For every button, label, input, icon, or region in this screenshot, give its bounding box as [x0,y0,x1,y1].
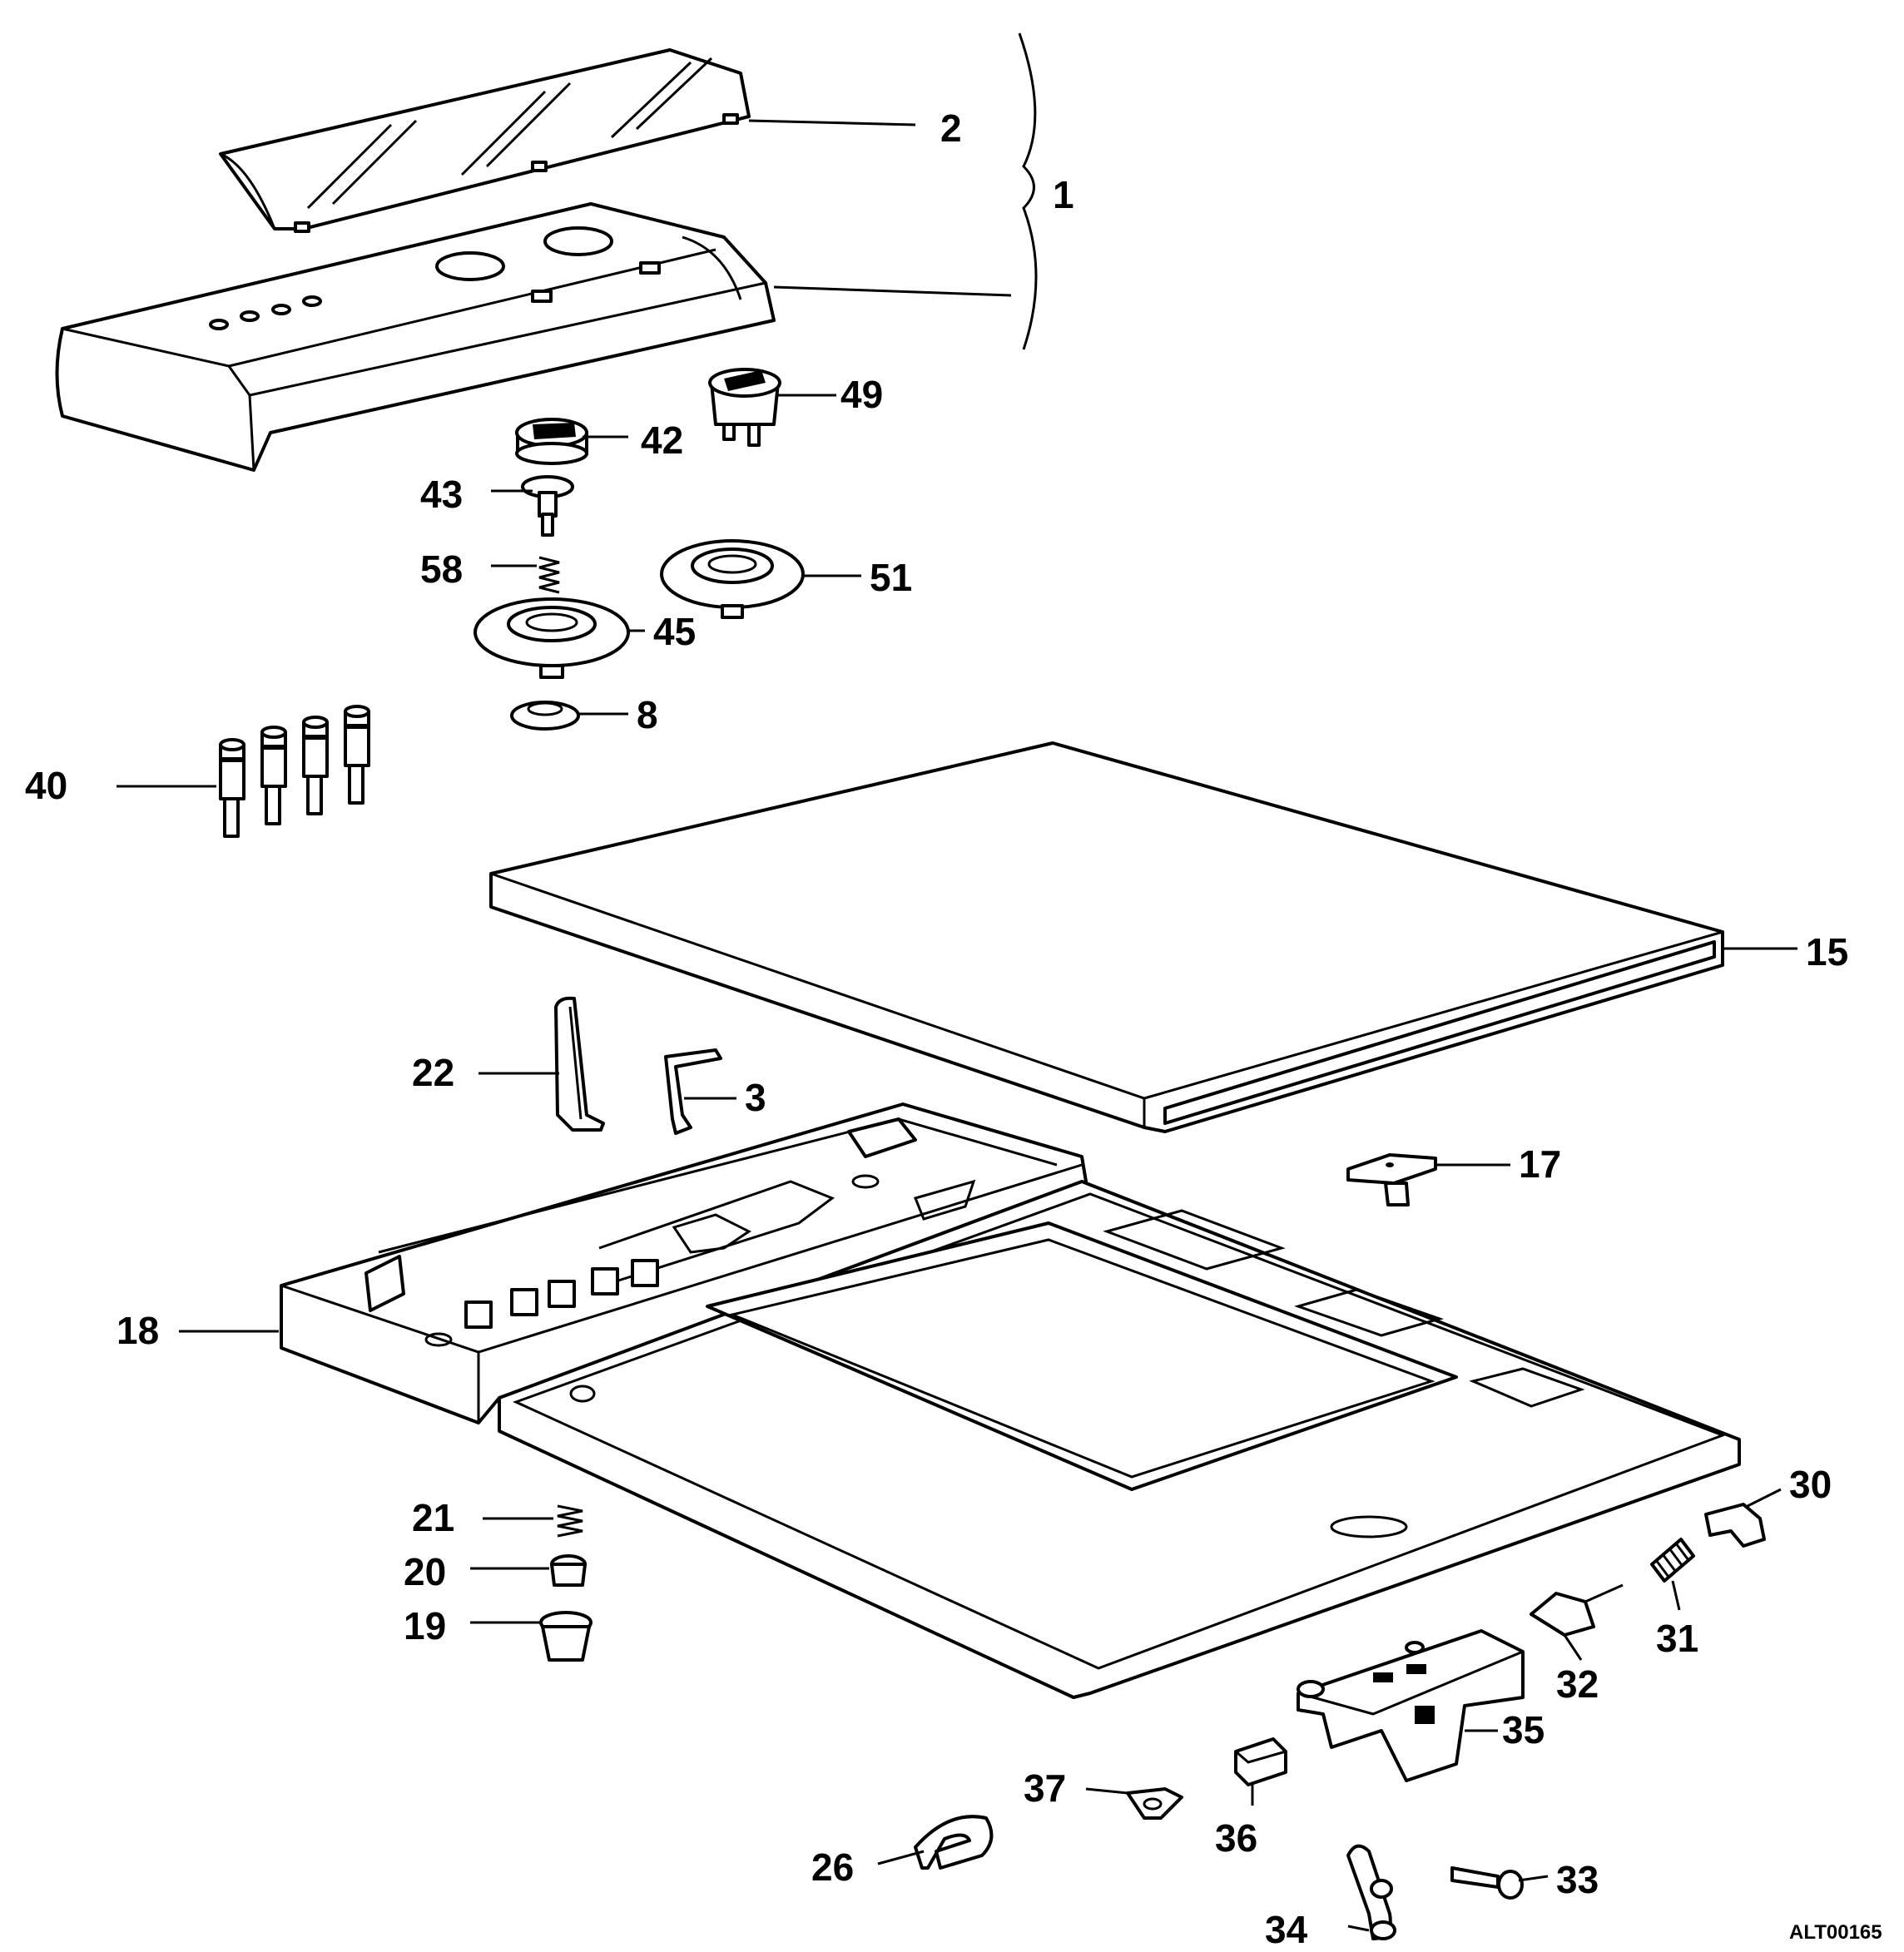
label-19: 19 [404,1604,446,1647]
part-3-bracket [664,1048,722,1135]
part-21-spring [557,1504,583,1538]
label-58: 58 [420,547,463,591]
label-45: 45 [653,610,696,653]
part-8-washer [510,701,580,731]
part-40-push-buttons [219,705,370,838]
leader-lines [117,32,1797,1932]
label-33: 33 [1556,1858,1599,1901]
part-51-ring [660,539,805,619]
label-20: 20 [404,1550,446,1593]
part-19-foot [539,1611,593,1662]
part-30-catch [1704,1503,1766,1548]
label-42: 42 [641,419,683,462]
label-17: 17 [1519,1142,1561,1186]
part-15-lid [489,741,1724,1133]
label-36: 36 [1215,1816,1257,1860]
label-22: 22 [412,1051,454,1094]
drawing-code: ALT00165 [1789,1921,1882,1944]
label-30: 30 [1789,1463,1832,1506]
part-2-panel-window [219,48,751,233]
label-8: 8 [637,693,658,736]
part-22-hinge-arm [554,996,605,1132]
label-51: 51 [870,556,912,599]
label-1: 1 [1053,173,1074,216]
label-3: 3 [745,1076,766,1119]
part-43-shaft [521,475,574,537]
part-26-hook [914,1815,994,1870]
label-31: 31 [1656,1617,1698,1660]
label-32: 32 [1556,1662,1599,1706]
part-32-lever [1530,1583,1624,1637]
label-37: 37 [1024,1766,1066,1810]
part-1-control-panel-housing [55,202,776,472]
part-37-clip [1126,1787,1183,1820]
part-20-cap [550,1554,587,1587]
part-45-ring [474,597,630,679]
part-42-knob [515,418,588,465]
part-35-lock-housing [1297,1629,1525,1782]
part-18-top-frame [280,1102,1741,1699]
part-17-latch-plate [1346,1153,1437,1206]
label-49: 49 [840,373,883,416]
label-2: 2 [940,107,962,150]
part-58-spring [538,556,560,594]
label-21: 21 [412,1496,454,1539]
part-31-spring [1650,1538,1695,1583]
label-43: 43 [420,473,463,516]
label-26: 26 [811,1845,854,1889]
part-49-knob [708,368,781,447]
label-15: 15 [1806,930,1848,974]
part-36-clip [1234,1737,1287,1786]
label-40: 40 [25,764,67,807]
label-34: 34 [1265,1908,1308,1951]
part-34-link [1346,1844,1396,1940]
part-33-pin [1450,1866,1524,1900]
label-35: 35 [1502,1708,1545,1751]
label-18: 18 [117,1309,159,1352]
part-labels: 2 1 49 42 43 58 51 45 8 40 15 22 3 17 18… [25,107,1882,1951]
